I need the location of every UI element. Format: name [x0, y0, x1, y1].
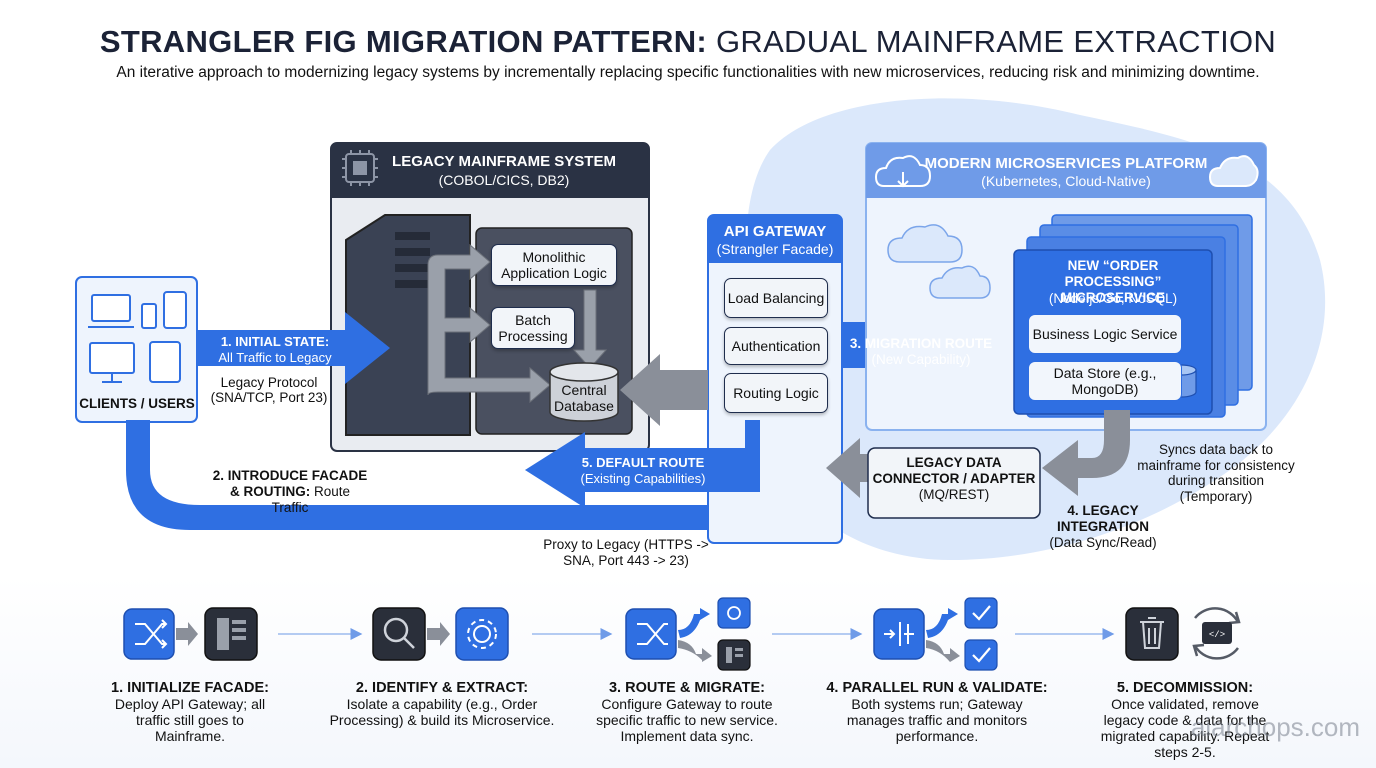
step-2-title: 2. IDENTIFY & EXTRACT: — [355, 680, 529, 696]
authentication-box[interactable]: Authentication — [724, 327, 828, 365]
step2-gear-icon — [455, 607, 509, 661]
modern-platform-title: MODERN MICROSERVICES PLATFORM — [924, 155, 1208, 172]
step-1-desc: Deploy API Gateway; all traffic still go… — [114, 696, 266, 744]
migration-route-sub: (New Capability) — [871, 352, 971, 367]
step1-server-icon — [204, 607, 258, 661]
central-database-label: Central Database — [554, 382, 614, 414]
microservice-title: NEW “ORDER PROCESSING” MICROSERVICE — [1060, 258, 1166, 305]
monolithic-logic-box[interactable]: Monolithic Application Logic — [491, 244, 617, 286]
page-title: STRANGLER FIG MIGRATION PATTERN: GRADUAL… — [99, 24, 1277, 59]
clients-label: CLIENTS / USERS — [79, 396, 195, 411]
facade-routing-label: 2. INTRODUCE FACADE & ROUTING: Route Tra… — [212, 468, 368, 515]
batch-processing-box[interactable]: Batch Processing — [491, 307, 575, 349]
migration-route-title: 3. MIGRATION ROUTE — [849, 336, 993, 351]
modern-platform-subtitle: (Kubernetes, Cloud-Native) — [981, 173, 1151, 189]
step5-trash-icon — [1125, 607, 1179, 661]
connector-to-legacy-arrow — [826, 438, 870, 498]
step-5-desc: Once validated, remove legacy code & dat… — [1100, 696, 1270, 760]
gateway-to-legacy-arrow — [620, 354, 708, 426]
proxy-label: Proxy to Legacy (HTTPS -> SNA, Port 443 … — [543, 537, 709, 568]
default-route-title: 5. DEFAULT ROUTE — [581, 455, 705, 470]
svg-text:</>: </> — [1209, 630, 1225, 640]
modern-platform-header — [866, 143, 1266, 198]
step2-search-icon — [372, 607, 426, 661]
business-logic-box[interactable]: Business Logic Service — [1028, 314, 1182, 354]
step-5-title: 5. DECOMMISSION: — [1116, 680, 1254, 696]
step-4-title: 4. PARALLEL RUN & VALIDATE: — [826, 680, 1048, 696]
page-subtitle: An iterative approach to modernizing leg… — [116, 64, 1260, 81]
step1-arrow — [176, 622, 198, 646]
legacy-protocol-label: Legacy Protocol (SNA/TCP, Port 23) — [210, 375, 328, 405]
connector-title: LEGACY DATA CONNECTOR / ADAPTER — [872, 455, 1036, 486]
step5-refresh-icon — [1192, 607, 1241, 660]
step4-split-arrows — [926, 608, 958, 638]
step-3-title: 3. ROUTE & MIGRATE: — [608, 680, 765, 696]
step4-check-icon-bottom — [964, 639, 998, 671]
step-3: 3. ROUTE & MIGRATE: Configure Gateway to… — [572, 680, 802, 744]
cloud-icon-right — [1208, 155, 1259, 187]
gateway-subtitle: (Strangler Facade) — [716, 241, 834, 257]
step-4: 4. PARALLEL RUN & VALIDATE: Both systems… — [822, 680, 1052, 744]
internal-flow-arrow — [427, 243, 551, 404]
cpu-chip-icon — [342, 150, 378, 186]
step5-code-icon — [1202, 622, 1232, 644]
step3-split-arrows — [678, 608, 710, 638]
devices-icon — [88, 291, 187, 383]
legacy-title: LEGACY MAINFRAME SYSTEM — [392, 153, 616, 170]
step3-server-icon — [717, 639, 751, 671]
step-2: 2. IDENTIFY & EXTRACT: Isolate a capabil… — [327, 680, 557, 728]
step2-arrow — [427, 622, 450, 646]
step1-shuffle-icon — [123, 608, 175, 660]
legacy-integration-arrow — [1042, 410, 1130, 496]
legacy-data-connector — [867, 447, 1041, 519]
gateway-title: API GATEWAY — [723, 223, 827, 240]
step4-check-icon-top — [964, 597, 998, 629]
step-1: 1. INITIALIZE FACADE: Deploy API Gateway… — [75, 680, 305, 744]
step-5: 5. DECOMMISSION: Once validated, remove … — [1070, 680, 1300, 760]
initial-state-sub: All Traffic to Legacy — [218, 350, 332, 365]
step-3-desc: Configure Gateway to route specific traf… — [596, 696, 778, 744]
microservice-subtitle: (Node.js/Go, NoSQL) — [1048, 291, 1178, 306]
database-icon — [549, 362, 619, 422]
watermark: aiarchops.com — [1190, 712, 1360, 742]
legacy-subtitle: (COBOL/CICS, DB2) — [438, 172, 570, 188]
initial-state-arrow — [197, 312, 390, 384]
legacy-integration-sub: (Data Sync/Read) — [1049, 535, 1157, 550]
initial-state-title: 1. INITIAL STATE: — [220, 334, 330, 349]
routing-logic-box[interactable]: Routing Logic — [724, 373, 828, 413]
clouds-decorative — [887, 224, 991, 299]
step-4-desc: Both systems run; Gateway manages traffi… — [846, 696, 1028, 744]
legacy-integration-title: 4. LEGACY INTEGRATION — [1057, 503, 1149, 534]
sync-note: Syncs data back to mainframe for consist… — [1137, 442, 1295, 504]
datastore-box[interactable]: Data Store (e.g., MongoDB) — [1028, 361, 1182, 401]
step3-gear-icon — [717, 597, 751, 629]
cloud-icon — [874, 155, 932, 188]
legacy-header — [331, 143, 649, 198]
step-2-desc: Isolate a capability (e.g., Order Proces… — [329, 696, 555, 728]
load-balancing-box[interactable]: Load Balancing — [724, 278, 828, 318]
connector-subtitle: (MQ/REST) — [918, 487, 990, 502]
default-route-sub: (Existing Capabilities) — [580, 471, 706, 486]
api-gateway-header — [708, 215, 842, 263]
step3-shuffle-icon — [625, 608, 677, 660]
step-1-title: 1. INITIALIZE FACADE: — [111, 680, 269, 696]
monolith-to-db-arrow — [572, 289, 608, 369]
